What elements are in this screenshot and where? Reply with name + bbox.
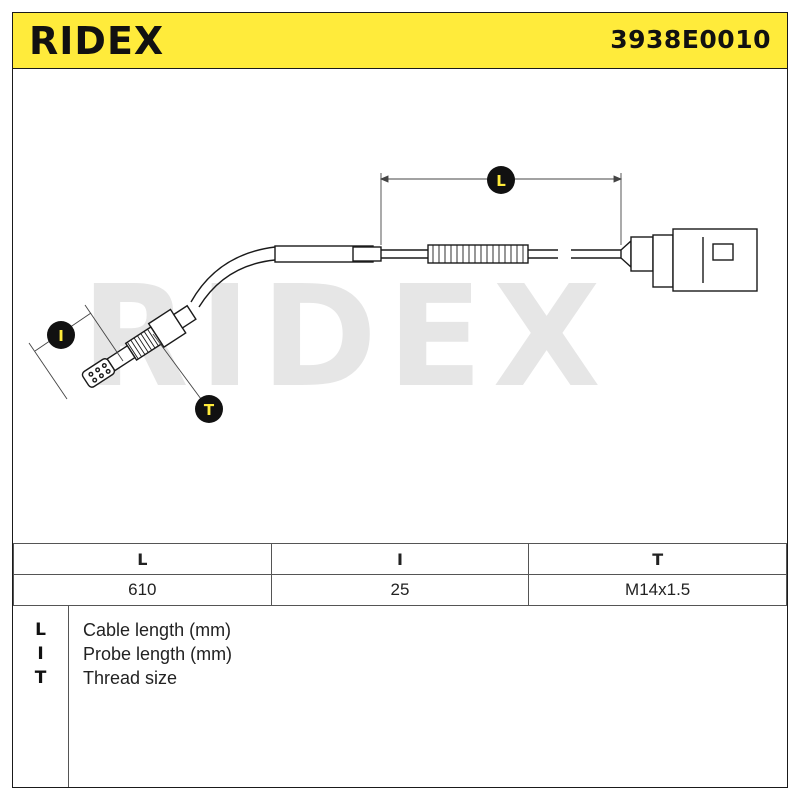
spec-value-i: 25: [270, 574, 530, 606]
corrugated-sleeve: [427, 244, 529, 264]
connector-window: [712, 243, 734, 261]
tube-curve-inner: [198, 259, 276, 308]
dim-l-arrows: [379, 175, 623, 183]
tube-curve-outer: [190, 246, 276, 303]
spec-value-t: M14x1.5: [528, 574, 787, 606]
sensor-drawing: RIDEX: [28, 166, 758, 423]
legend-key-i: I: [37, 644, 44, 664]
legend-text-i: Probe length (mm): [83, 644, 233, 664]
legend-text-t: Thread size: [83, 668, 178, 688]
probe-hole: [92, 377, 98, 383]
probe-hole: [105, 368, 111, 374]
spec-col-l: L: [13, 543, 272, 575]
datasheet-frame: RIDEX 3938E0010 RIDEX: [12, 12, 788, 788]
legend-keys-column: L I T: [13, 606, 69, 787]
probe-hole: [95, 367, 101, 373]
sleeve-end: [352, 246, 382, 262]
legend-text-l: Cable length (mm): [83, 620, 232, 640]
probe-hole: [88, 371, 94, 377]
probe-hole: [101, 363, 107, 369]
spec-table: L I T 610 25 M14x1.5: [13, 543, 787, 606]
dim-i-ext-left: [28, 342, 68, 400]
spec-header-row: L I T: [13, 543, 787, 575]
spec-value-row: 610 25 M14x1.5: [13, 574, 787, 606]
callout-t-leader: [152, 333, 202, 400]
callout-i-badge: [47, 321, 75, 349]
header-bar: RIDEX 3938E0010: [13, 13, 787, 69]
connector-latch: [652, 234, 674, 288]
thread-lines: [126, 328, 159, 360]
sensor-outline: [81, 228, 758, 388]
connector-collar: [630, 236, 654, 272]
dim-i-ext-right: [84, 304, 124, 362]
brand-logo-text: RIDEX: [29, 20, 164, 60]
connector-boot: [620, 239, 632, 269]
spec-col-i: I: [270, 543, 530, 575]
brand-logo: RIDEX: [29, 20, 164, 60]
spec-col-t: T: [528, 543, 787, 575]
callout-t-text: T: [204, 401, 215, 419]
part-number: 3938E0010: [610, 25, 771, 54]
callout-t-badge: [195, 395, 223, 423]
callout-i-text: I: [58, 327, 64, 345]
probe-assembly: [81, 304, 197, 388]
probe-collar: [172, 304, 197, 329]
legend-key-l: L: [35, 620, 46, 640]
legend-key-t: T: [34, 668, 47, 688]
spec-value-l: 610: [13, 574, 272, 606]
probe-hole: [98, 373, 104, 379]
callout-l-text: L: [496, 172, 506, 190]
legend: L I T Cable length (mm) Probe length (mm…: [13, 606, 787, 787]
corrugation-lines: [432, 245, 524, 263]
callout-l-badge: [487, 166, 515, 194]
